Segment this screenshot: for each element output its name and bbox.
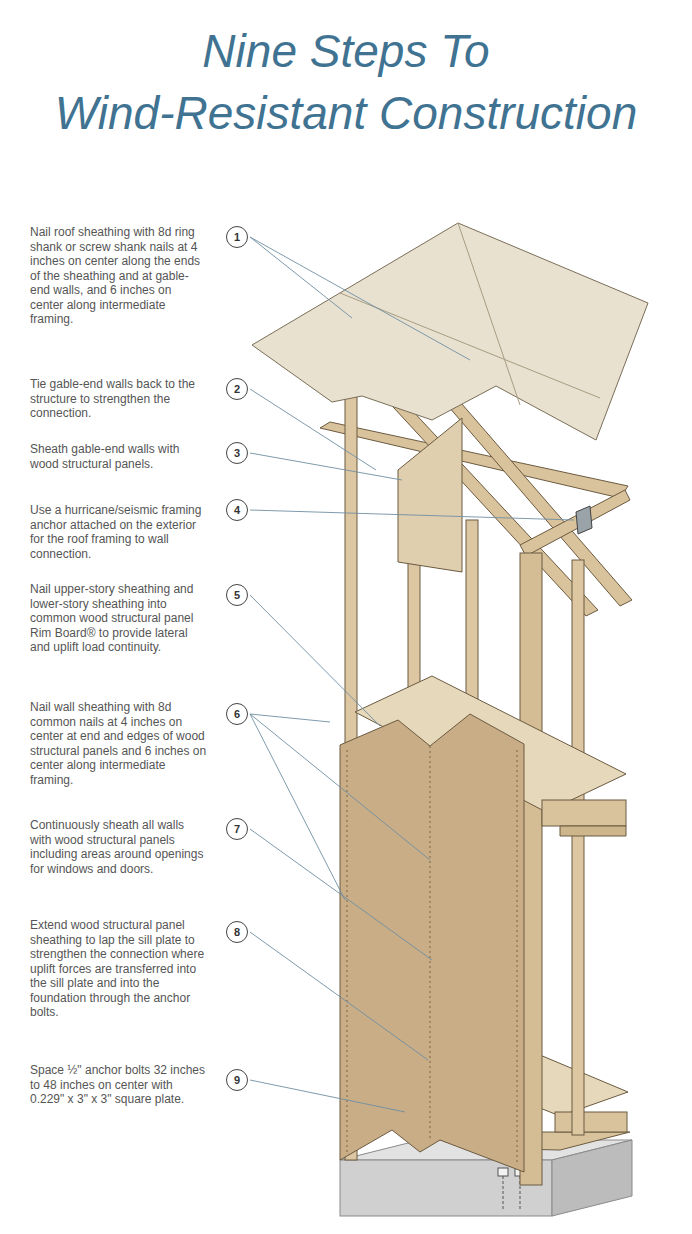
callout-circle: 1 [226, 226, 248, 248]
callout-circle: 9 [226, 1069, 248, 1091]
anchor-plate [498, 1168, 508, 1176]
rim-board [560, 826, 626, 836]
callout-number: 5 [234, 590, 240, 601]
step-note: Nail wall sheathing with 8d common nails… [30, 700, 208, 787]
callout-circle: 6 [226, 703, 248, 725]
leader-line [250, 829, 432, 960]
leader-line [250, 595, 380, 726]
roof-sheathing [252, 223, 648, 440]
hurricane-anchor [576, 506, 592, 534]
gable-sheathing [398, 418, 462, 572]
step-note: Sheath gable-end walls with wood structu… [30, 442, 208, 471]
callout-circle: 4 [226, 499, 248, 521]
leader-line [250, 932, 428, 1060]
title: Nine Steps To Wind-Resistant Constructio… [53, 20, 640, 144]
leader-line [250, 510, 574, 520]
leader-line [250, 714, 330, 722]
ceiling-joist [520, 490, 630, 556]
leader-line [250, 237, 352, 318]
panel-seam [458, 223, 520, 405]
callout-number: 8 [234, 927, 240, 938]
step-note: Use a hurricane/seismic framing anchor a… [30, 503, 208, 561]
callout-circle: 2 [226, 378, 248, 400]
leader-line [250, 389, 376, 470]
leader-line [250, 453, 402, 480]
nail-line [347, 750, 348, 1155]
callout-number: 2 [234, 384, 240, 395]
wall-sheathing [340, 714, 524, 1172]
leader-line [250, 1080, 405, 1112]
rim-joist [555, 1112, 627, 1132]
leader-lines [250, 237, 574, 1112]
leader-line [250, 714, 430, 860]
anchor-bolt [503, 1176, 504, 1210]
title-box: Nine Steps To Wind-Resistant Constructio… [0, 20, 692, 144]
nail-line [430, 746, 431, 1140]
callout-circle: 5 [226, 584, 248, 606]
callout-number: 4 [234, 505, 240, 516]
nail-line [517, 750, 518, 1165]
step-note: Nail roof sheathing with 8d ring shank o… [30, 225, 208, 327]
foundation-side [552, 1140, 632, 1216]
callout-circle: 7 [226, 818, 248, 840]
step-note: Extend wood structural panel sheathing t… [30, 918, 208, 1020]
step-note: Continuously sheath all walls with wood … [30, 818, 208, 876]
floor-joists [542, 800, 626, 826]
callout-circle: 8 [226, 921, 248, 943]
step-note: Tie gable-end walls back to the structur… [30, 377, 208, 421]
stud [572, 560, 584, 1135]
callout-number: 3 [234, 448, 240, 459]
callout-number: 9 [234, 1075, 240, 1086]
step-note: Nail upper-story sheathing and lower-sto… [30, 582, 208, 655]
callout-circle: 3 [226, 442, 248, 464]
leader-line [250, 714, 345, 900]
callout-number: 7 [234, 824, 240, 835]
step-note: Space ½" anchor bolts 32 inches to 48 in… [30, 1063, 208, 1107]
leader-line [250, 237, 470, 360]
callout-number: 1 [234, 232, 240, 243]
callout-number: 6 [234, 709, 240, 720]
